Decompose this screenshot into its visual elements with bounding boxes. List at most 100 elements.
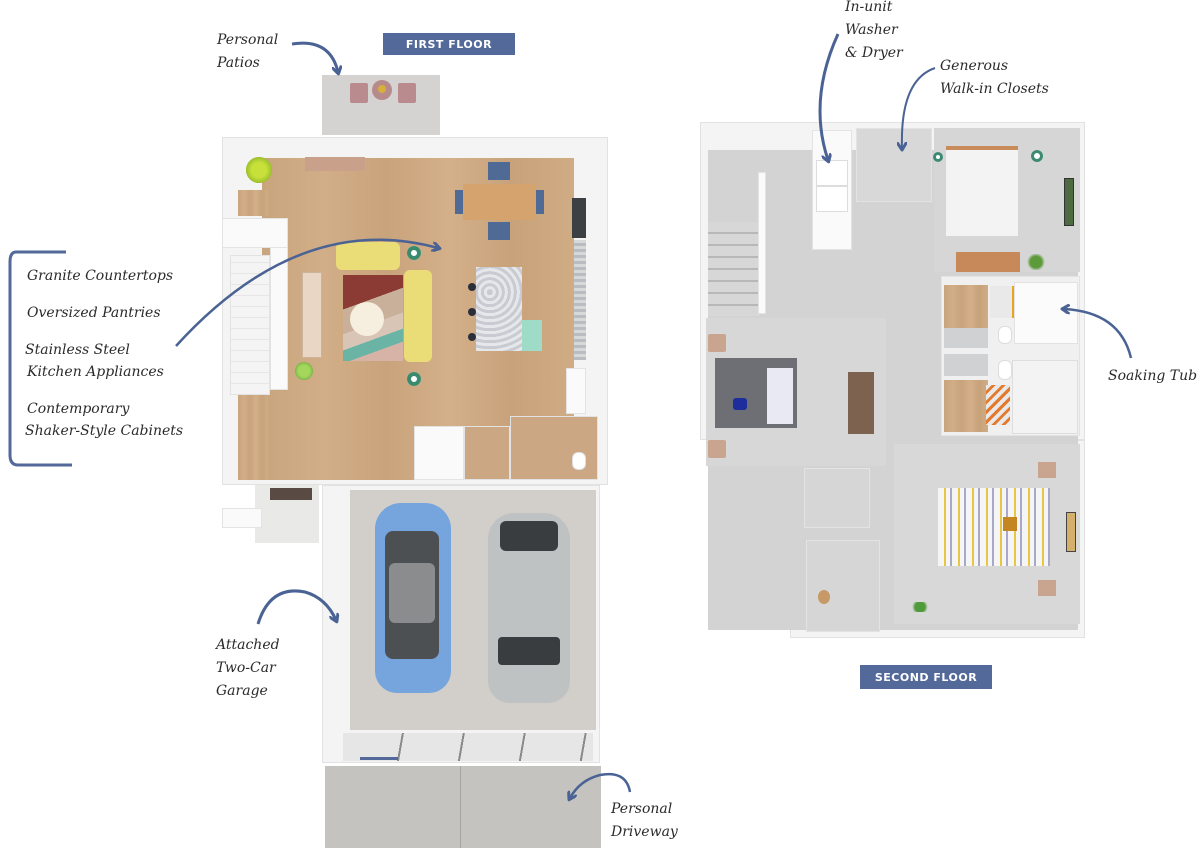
- dining-table: [463, 184, 535, 220]
- bedroom-3-art: [1066, 512, 1076, 552]
- callout-garage-line2: Two-Car: [216, 660, 276, 676]
- callout-closets-line1: Generous: [940, 58, 1009, 74]
- tv-console: [302, 272, 322, 358]
- first-floor-badge: FIRST FLOOR: [383, 33, 515, 55]
- car-silver-rear-glass: [500, 521, 558, 551]
- closet-right: [566, 368, 586, 414]
- pantry: [414, 426, 464, 480]
- callout-washer-line1: In-unit: [845, 0, 893, 15]
- feature-granite: Granite Countertops: [27, 268, 174, 284]
- bedroom-3-bed: [938, 488, 1050, 566]
- second-floor-label: SECOND FLOOR: [874, 670, 978, 684]
- callout-washer-line3: & Dryer: [845, 45, 903, 61]
- bar-stool-2: [468, 308, 476, 316]
- callout-closets-line2: Walk-in Closets: [940, 81, 1049, 97]
- first-floor-label: FIRST FLOOR: [405, 37, 493, 51]
- bedroom-2-nightstand-top: [708, 334, 726, 352]
- kitchen-island-granite: [476, 267, 522, 351]
- toilet-lower: [998, 360, 1012, 380]
- patios-arrow: [291, 41, 338, 72]
- dining-chair-n: [488, 162, 510, 180]
- entry-console: [305, 157, 365, 171]
- stairs-first-floor: [230, 255, 270, 395]
- bath-floor-lower: [944, 380, 988, 432]
- kitchen-features-list: Granite Countertops Oversized Pantries S…: [25, 265, 184, 442]
- bedroom-3-nightstand-top: [1038, 462, 1056, 478]
- callout-tub: Soaking Tub: [1108, 365, 1197, 388]
- kitchen-island-mint: [522, 320, 542, 351]
- side-table-bottom: [407, 372, 421, 386]
- callout-patios-line1: Personal: [217, 32, 279, 48]
- plant-topleft: [246, 157, 272, 183]
- toilet-first: [572, 452, 586, 470]
- second-floor-badge: SECOND FLOOR: [860, 665, 992, 689]
- vanity-upper: [944, 328, 988, 348]
- callout-patios-line2: Patios: [217, 55, 260, 71]
- dining-chair-w: [455, 190, 463, 214]
- bedroom-3-pillow: [1003, 517, 1017, 531]
- car-silver-windshield: [498, 637, 560, 665]
- laundry-first: [510, 416, 598, 480]
- stair-rail: [758, 172, 766, 314]
- soaking-tub: [1014, 282, 1078, 344]
- kitchen-counter: [574, 240, 586, 360]
- bedroom-3-nightstand-bottom: [1038, 580, 1056, 596]
- sofa-top: [336, 242, 400, 270]
- bar-stool-3: [468, 333, 476, 341]
- shower: [1012, 360, 1078, 434]
- callout-garage-line1: Attached: [216, 637, 280, 653]
- toilet-upper: [998, 326, 1012, 344]
- callout-patios: Personal Patios: [217, 29, 278, 75]
- porch-step: [222, 508, 262, 528]
- bedroom-2-blanket: [767, 368, 793, 424]
- bedroom-2-pillow: [733, 398, 747, 410]
- dryer: [816, 186, 848, 212]
- bath-rug-lower: [986, 385, 1010, 425]
- callout-garage: Attached Two-Car Garage: [216, 634, 280, 703]
- plant-stair: [295, 362, 313, 380]
- entry-floor: [238, 190, 268, 216]
- driveway: [325, 766, 601, 848]
- linen-closet: [804, 468, 870, 528]
- feature-pantries: Oversized Pantries: [27, 305, 161, 321]
- master-bed: [946, 146, 1018, 236]
- vanity-lower: [944, 354, 988, 376]
- callout-washer: In-unit Washer & Dryer: [845, 0, 903, 65]
- walk-in-closet-master: [856, 128, 932, 202]
- master-dresser: [956, 252, 1020, 272]
- callout-closets: Generous Walk-in Closets: [940, 55, 1049, 101]
- driveway-joint: [460, 766, 461, 848]
- bedroom-2-desk: [848, 372, 874, 434]
- feature-cabinets-1: Contemporary: [27, 401, 130, 417]
- patio-plant: [378, 85, 386, 93]
- callout-driveway: Personal Driveway: [611, 798, 678, 844]
- patio-chair-right: [398, 83, 416, 103]
- side-table-top: [407, 246, 421, 260]
- dining-chair-s: [488, 222, 510, 240]
- interior-wall-top: [222, 218, 288, 248]
- master-art: [1064, 178, 1074, 226]
- car-blue-glass: [389, 563, 435, 623]
- garage-door: [343, 733, 593, 761]
- feature-cabinets-2: Shaker-Style Cabinets: [25, 423, 184, 439]
- patio-chair-left: [350, 83, 368, 103]
- callout-tub-line1: Soaking Tub: [1108, 368, 1198, 384]
- closet-basket: [818, 590, 830, 604]
- bedroom-2-nightstand-bottom: [708, 440, 726, 458]
- callout-driveway-line2: Driveway: [611, 824, 678, 840]
- master-plant: [1026, 254, 1046, 270]
- dining-chair-e: [536, 190, 544, 214]
- callout-washer-line2: Washer: [845, 22, 898, 38]
- car-blue: [375, 503, 451, 693]
- patio: [322, 75, 440, 135]
- washer: [816, 160, 848, 186]
- car-silver: [488, 513, 570, 703]
- master-nightstand-left: [933, 152, 943, 162]
- feature-appliances-2: Kitchen Appliances: [27, 364, 164, 380]
- stair-floor: [238, 395, 268, 480]
- master-nightstand-right: [1031, 150, 1043, 162]
- garage-door-handle: [360, 757, 398, 760]
- coffee-table: [350, 302, 384, 336]
- callout-garage-line3: Garage: [216, 683, 268, 699]
- bedroom-3-plant: [910, 602, 930, 612]
